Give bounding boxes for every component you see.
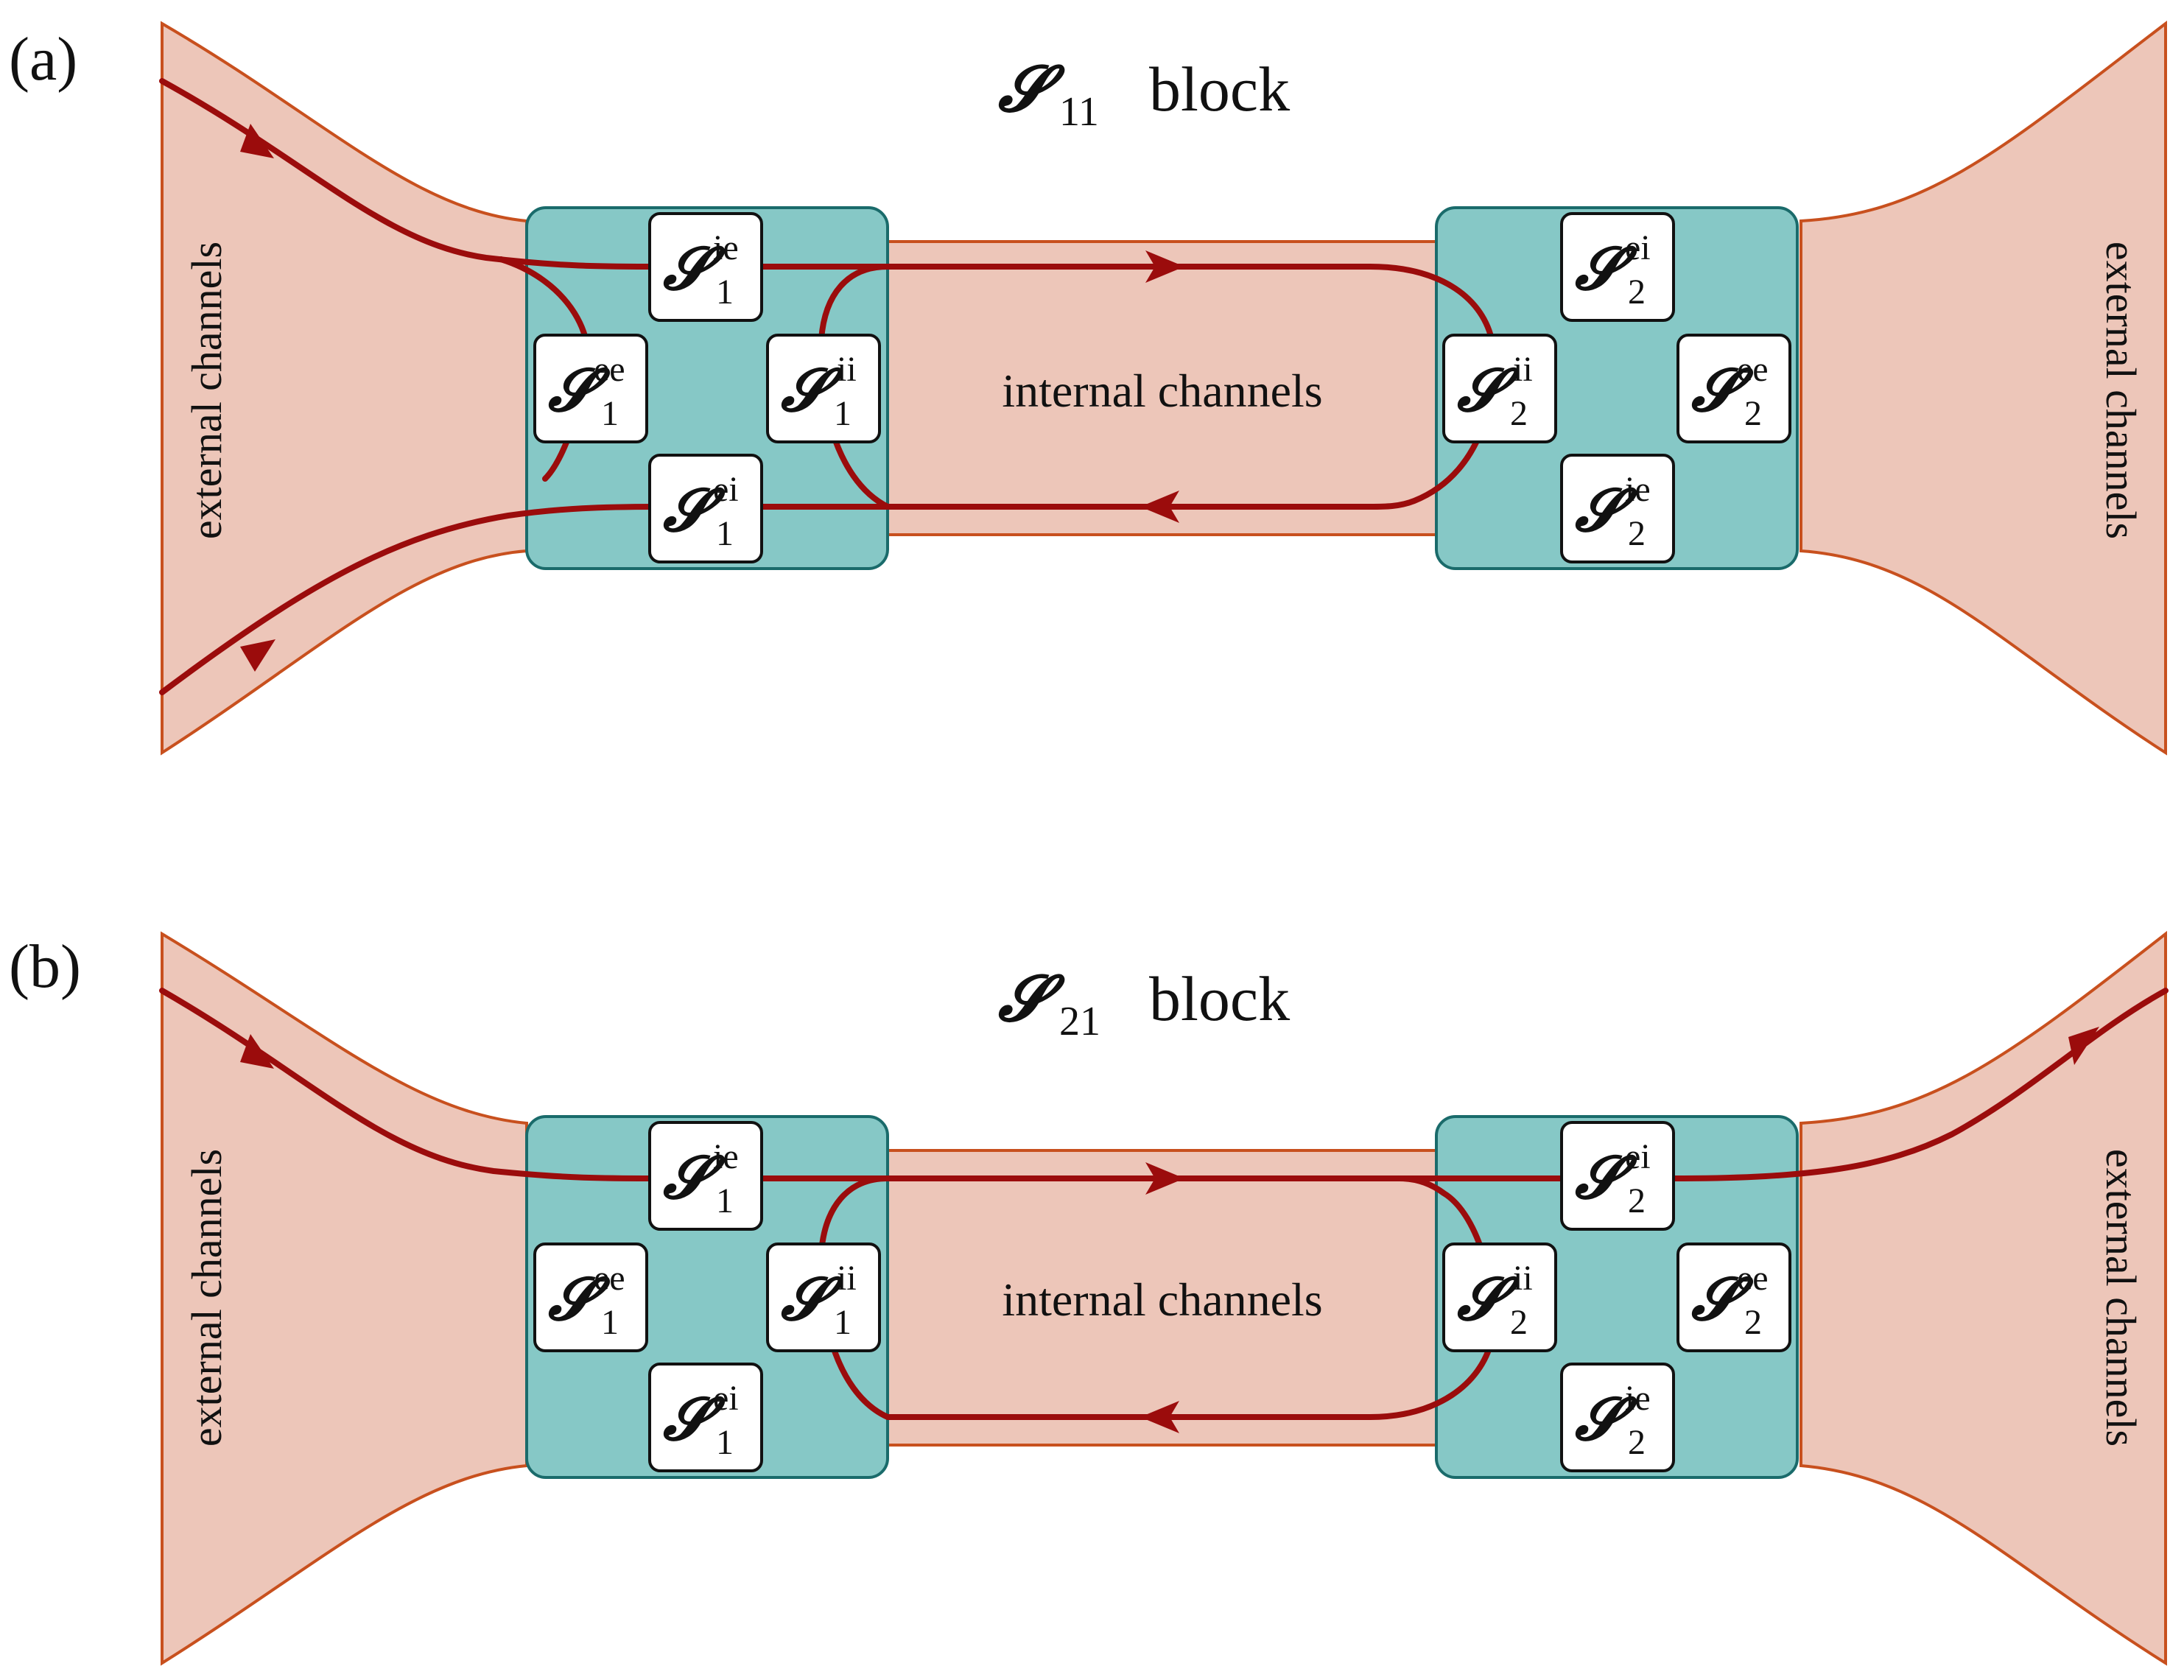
tile-s1-ii: 𝓢 ii 1 <box>766 1243 881 1352</box>
tile-s2-ei: 𝓢 ei 2 <box>1560 212 1675 322</box>
scatterer-1 <box>525 1115 889 1479</box>
svg-text:1: 1 <box>834 1303 852 1342</box>
path-incoming <box>159 78 891 270</box>
right-external-waveguide <box>1799 20 2167 756</box>
svg-text:ii: ii <box>1513 1259 1533 1298</box>
internal-label: internal channels <box>1002 365 1322 417</box>
tile-s2-ee: 𝓢 ee 2 <box>1676 334 1791 443</box>
internal-label: internal channels <box>1002 1273 1322 1326</box>
svg-text:2: 2 <box>1510 1303 1528 1342</box>
svg-text:2: 2 <box>1628 1423 1646 1462</box>
tile-s1-ee: 𝓢 ee 1 <box>533 334 648 443</box>
tile-s1-ii: 𝓢 ii 1 <box>766 334 881 443</box>
scatterer-2 <box>1435 206 1799 570</box>
tile-s1-ei: 𝓢 ei 1 <box>648 454 763 563</box>
svg-text:2: 2 <box>1628 514 1646 553</box>
panel-title: 𝓢 11 block <box>998 52 1290 135</box>
scatterer-2 <box>1435 1115 1799 1479</box>
title-word: block <box>1149 963 1290 1034</box>
svg-text:ei: ei <box>1625 228 1651 267</box>
panel-a: (a) 𝓢 11 block external channels externa… <box>9 20 2167 756</box>
svg-text:2: 2 <box>1628 1181 1646 1220</box>
svg-text:2: 2 <box>1510 394 1528 433</box>
tile-s2-ie: 𝓢 ie 2 <box>1560 454 1675 563</box>
svg-text:2: 2 <box>1628 273 1646 312</box>
arrow-incoming <box>240 124 274 158</box>
arrow-top-right <box>1145 1162 1184 1195</box>
title-word: block <box>1149 54 1290 124</box>
arrow-bottom-left <box>1140 1401 1179 1433</box>
arrow-outgoing <box>2068 1027 2099 1065</box>
svg-text:ii: ii <box>1513 350 1533 389</box>
svg-text:1: 1 <box>834 394 852 433</box>
svg-text:ee: ee <box>594 350 625 389</box>
tile-s1-ee: 𝓢 ee 1 <box>533 1243 648 1352</box>
left-external-label: external channels <box>183 1149 231 1447</box>
title-symbol: 𝓢 <box>998 961 1066 1036</box>
tile-s1-ie: 𝓢 ie 1 <box>648 212 763 322</box>
svg-text:ie: ie <box>713 1137 739 1176</box>
arrow-incoming <box>240 1034 274 1069</box>
svg-text:ie: ie <box>1625 1379 1651 1418</box>
title-subscript: 11 <box>1059 89 1099 135</box>
internal-waveguide <box>879 240 1442 536</box>
svg-text:ei: ei <box>1625 1137 1651 1176</box>
right-external-label: external channels <box>2097 242 2145 539</box>
svg-text:1: 1 <box>716 1423 734 1462</box>
tile-s2-ei: 𝓢 ei 2 <box>1560 1121 1675 1231</box>
tile-s1-ei: 𝓢 ei 1 <box>648 1363 763 1472</box>
panel-title: 𝓢 21 block <box>998 961 1290 1044</box>
svg-text:ei: ei <box>713 470 739 509</box>
svg-text:1: 1 <box>601 1303 619 1342</box>
svg-text:2: 2 <box>1744 1303 1762 1342</box>
arrow-outgoing <box>240 639 275 672</box>
svg-text:ee: ee <box>1737 1259 1769 1298</box>
svg-text:ie: ie <box>713 228 739 267</box>
tile-s1-ie: 𝓢 ie 1 <box>648 1121 763 1231</box>
title-subscript: 21 <box>1059 999 1100 1044</box>
svg-text:1: 1 <box>716 1181 734 1220</box>
svg-text:ii: ii <box>837 350 857 389</box>
panel-tag: (a) <box>9 25 77 94</box>
title-symbol: 𝓢 <box>998 52 1066 126</box>
right-external-label: external channels <box>2097 1149 2145 1447</box>
right-external-waveguide <box>1799 930 2167 1666</box>
arrow-top-right <box>1145 250 1184 283</box>
tile-s2-ii: 𝓢 ii 2 <box>1442 334 1557 443</box>
left-external-label: external channels <box>183 242 231 539</box>
panel-b: (b) 𝓢 21 block external channels externa… <box>9 930 2169 1666</box>
arrow-bottom-left <box>1140 491 1179 523</box>
tile-s2-ii: 𝓢 ii 2 <box>1442 1243 1557 1352</box>
svg-text:1: 1 <box>716 273 734 312</box>
svg-text:2: 2 <box>1744 394 1762 433</box>
path-outgoing <box>159 504 891 695</box>
internal-waveguide <box>879 1149 1442 1447</box>
svg-text:ee: ee <box>594 1259 625 1298</box>
svg-text:ee: ee <box>1737 350 1769 389</box>
svg-text:ei: ei <box>713 1379 739 1418</box>
svg-text:ie: ie <box>1625 470 1651 509</box>
scatterer-1 <box>525 206 889 570</box>
svg-text:ii: ii <box>837 1259 857 1298</box>
svg-text:1: 1 <box>716 514 734 553</box>
panel-tag: (b) <box>9 932 81 1001</box>
svg-text:1: 1 <box>601 394 619 433</box>
tile-s2-ie: 𝓢 ie 2 <box>1560 1363 1675 1472</box>
tile-s2-ee: 𝓢 ee 2 <box>1676 1243 1791 1352</box>
